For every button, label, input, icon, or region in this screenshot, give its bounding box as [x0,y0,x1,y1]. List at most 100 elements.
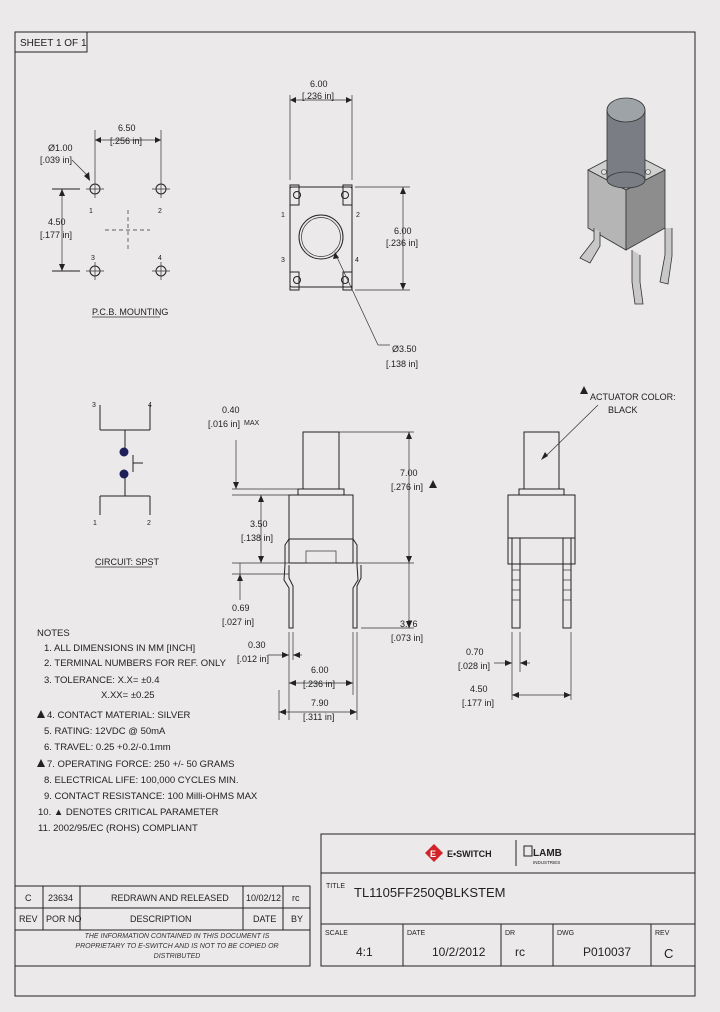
circuit-caption: CIRCUIT: SPST [95,557,160,567]
actuator-color-label: ACTUATOR COLOR: [590,392,676,402]
top-pin-3: 3 [281,257,285,264]
rev-header-by: BY [291,914,303,924]
front-d-top-in: [.016 in] [208,419,240,429]
notes-block: NOTES 1. ALL DIMENSIONS IN MM [INCH] 2. … [37,628,258,834]
side-view: ACTUATOR COLOR: BLACK 0.70 [.028 in] 4.5… [458,386,676,708]
title-block: E E•SWITCH LAMB INDUSTRIES TITLE TL1105F… [320,833,696,967]
top-pin-1: 1 [281,212,285,219]
part-title: TL1105FF250QBLKSTEM [354,885,506,900]
rev-row-rev: C [25,893,32,903]
svg-text:E: E [430,849,436,859]
side-d-span-in: [.177 in] [462,698,494,708]
actuator-color-value: BLACK [608,405,638,415]
front-d-base-in: [.027 in] [222,617,254,627]
pcb-hole-dia-in: [.039 in] [40,155,72,165]
top-pin-4: 4 [355,257,359,264]
circuit-pin-3: 3 [92,402,96,409]
dr-value: rc [515,945,525,959]
note-1: 1. ALL DIMENSIONS IN MM [INCH] [44,643,195,654]
front-d-inner-in: [.236 in] [303,679,335,689]
front-d-outer: 7.90 [311,698,329,708]
note-9: 9. CONTACT RESISTANCE: 100 Milli-OHMS MA… [44,791,258,802]
circuit-pin-4: 4 [148,402,152,409]
notes-title: NOTES [37,628,70,639]
front-d-top-suffix: MAX [244,420,260,427]
date-value: 10/2/2012 [432,945,486,959]
rev-header-date: DATE [253,914,276,924]
rev-row-por: 23634 [48,893,73,903]
pcb-caption: P.C.B. MOUNTING [92,307,168,317]
front-d-base: 0.69 [232,603,250,613]
top-view: 6.00 [.236 in] 1 2 3 4 6.00 [.236 in] Ø3… [281,79,418,369]
front-d-stem-in: [.276 in] [391,482,423,492]
note-11: 11. 2002/95/EC (ROHS) COMPLIANT [38,823,198,834]
dr-label: DR [505,930,515,937]
note-4: 4. CONTACT MATERIAL: SILVER [47,710,191,721]
pcb-height-in: [.177 in] [40,230,72,240]
rev-label: REV [655,930,670,937]
front-d-inner: 6.00 [311,665,329,675]
switch-body-outline [289,186,353,288]
circuit-pin-2: 2 [147,520,151,527]
top-width-in: [.236 in] [302,91,334,101]
e-switch-logo: E E•SWITCH [425,844,492,862]
front-d-lead-in: [.073 in] [391,633,423,643]
side-d-pin-in: [.028 in] [458,661,490,671]
title-label: TITLE [326,883,345,890]
front-d-body: 3.50 [250,519,268,529]
actuator-circle [298,214,344,260]
pcb-mounting-view: Ø1.00 [.039 in] 6.50 [.256 in] 4.50 [.17… [40,123,170,318]
pcb-pin-1: 1 [89,208,93,215]
front-d-stem: 7.00 [400,468,418,478]
lamb-logo: LAMB INDUSTRIES [523,845,562,865]
pcb-pin-2: 2 [158,208,162,215]
rev-row-by: rc [292,893,300,903]
note-3b: X.XX= ±0.25 [101,690,155,701]
note-10: 10. ▲ DENOTES CRITICAL PARAMETER [38,807,219,818]
front-d-pin-in: [.012 in] [237,654,269,664]
top-pin-2: 2 [356,212,360,219]
date-label: DATE [407,930,425,937]
pcb-pin-4: 4 [158,255,162,262]
pcb-hole-dia: Ø1.00 [48,143,73,153]
note-8: 8. ELECTRICAL LIFE: 100,000 CYCLES MIN. [44,775,238,786]
pcb-pin-3: 3 [91,255,95,262]
top-hole-in: [.138 in] [386,359,418,369]
top-hole: Ø3.50 [392,344,417,354]
brand2-name: LAMB [533,848,562,859]
revision-table: C 23634 REDRAWN AND RELEASED 10/02/12 rc… [14,885,311,967]
top-width: 6.00 [310,79,328,89]
side-d-pin: 0.70 [466,647,484,657]
top-height-in: [.236 in] [386,238,418,248]
note-6: 6. TRAVEL: 0.25 +0.2/-0.1mm [44,742,171,753]
front-d-pin: 0.30 [248,640,266,650]
dwg-value: P010037 [583,945,631,959]
brand2-sub: INDUSTRIES [533,860,560,865]
note-3: 3. TOLERANCE: X.X= ±0.4 [44,675,159,686]
note-7: 7. OPERATING FORCE: 250 +/- 50 GRAMS [47,759,235,770]
front-view: 0.40 [.016 in] MAX 3.50 [.138 in] 0.69 [… [208,405,437,722]
pcb-height: 4.50 [48,217,66,227]
rev-header-por: POR NO [46,914,82,924]
front-d-body-in: [.138 in] [241,533,273,543]
isometric-view [579,97,673,305]
scale-label: SCALE [325,930,348,937]
front-d-outer-in: [.311 in] [303,712,334,722]
note-5: 5. RATING: 12VDC @ 50mA [44,726,166,737]
pcb-width-in: [.256 in] [110,136,142,146]
front-d-lead: 3.76 [400,619,418,629]
rev-row-desc: REDRAWN AND RELEASED [111,893,229,903]
top-height: 6.00 [394,226,412,236]
proprietary-notice-frame: THE INFORMATION CONTAINED IN THIS DOCUME… [75,933,279,960]
rev-row-date: 10/02/12 [246,893,281,903]
sheet-label-box: SHEET 1 OF 1 [14,31,88,53]
brand-name: E•SWITCH [447,849,492,859]
sheet-label: SHEET 1 OF 1 [20,38,87,49]
sheet-border [14,31,696,997]
circuit-diagram: 3 4 1 2 CIRCUIT: SPST [92,402,160,568]
side-d-span: 4.50 [470,684,488,694]
front-d-top: 0.40 [222,405,240,415]
scale-value: 4:1 [356,945,373,959]
proprietary-notice: THE INFORMATION CONTAINED IN THIS DOCUME… [75,933,279,960]
